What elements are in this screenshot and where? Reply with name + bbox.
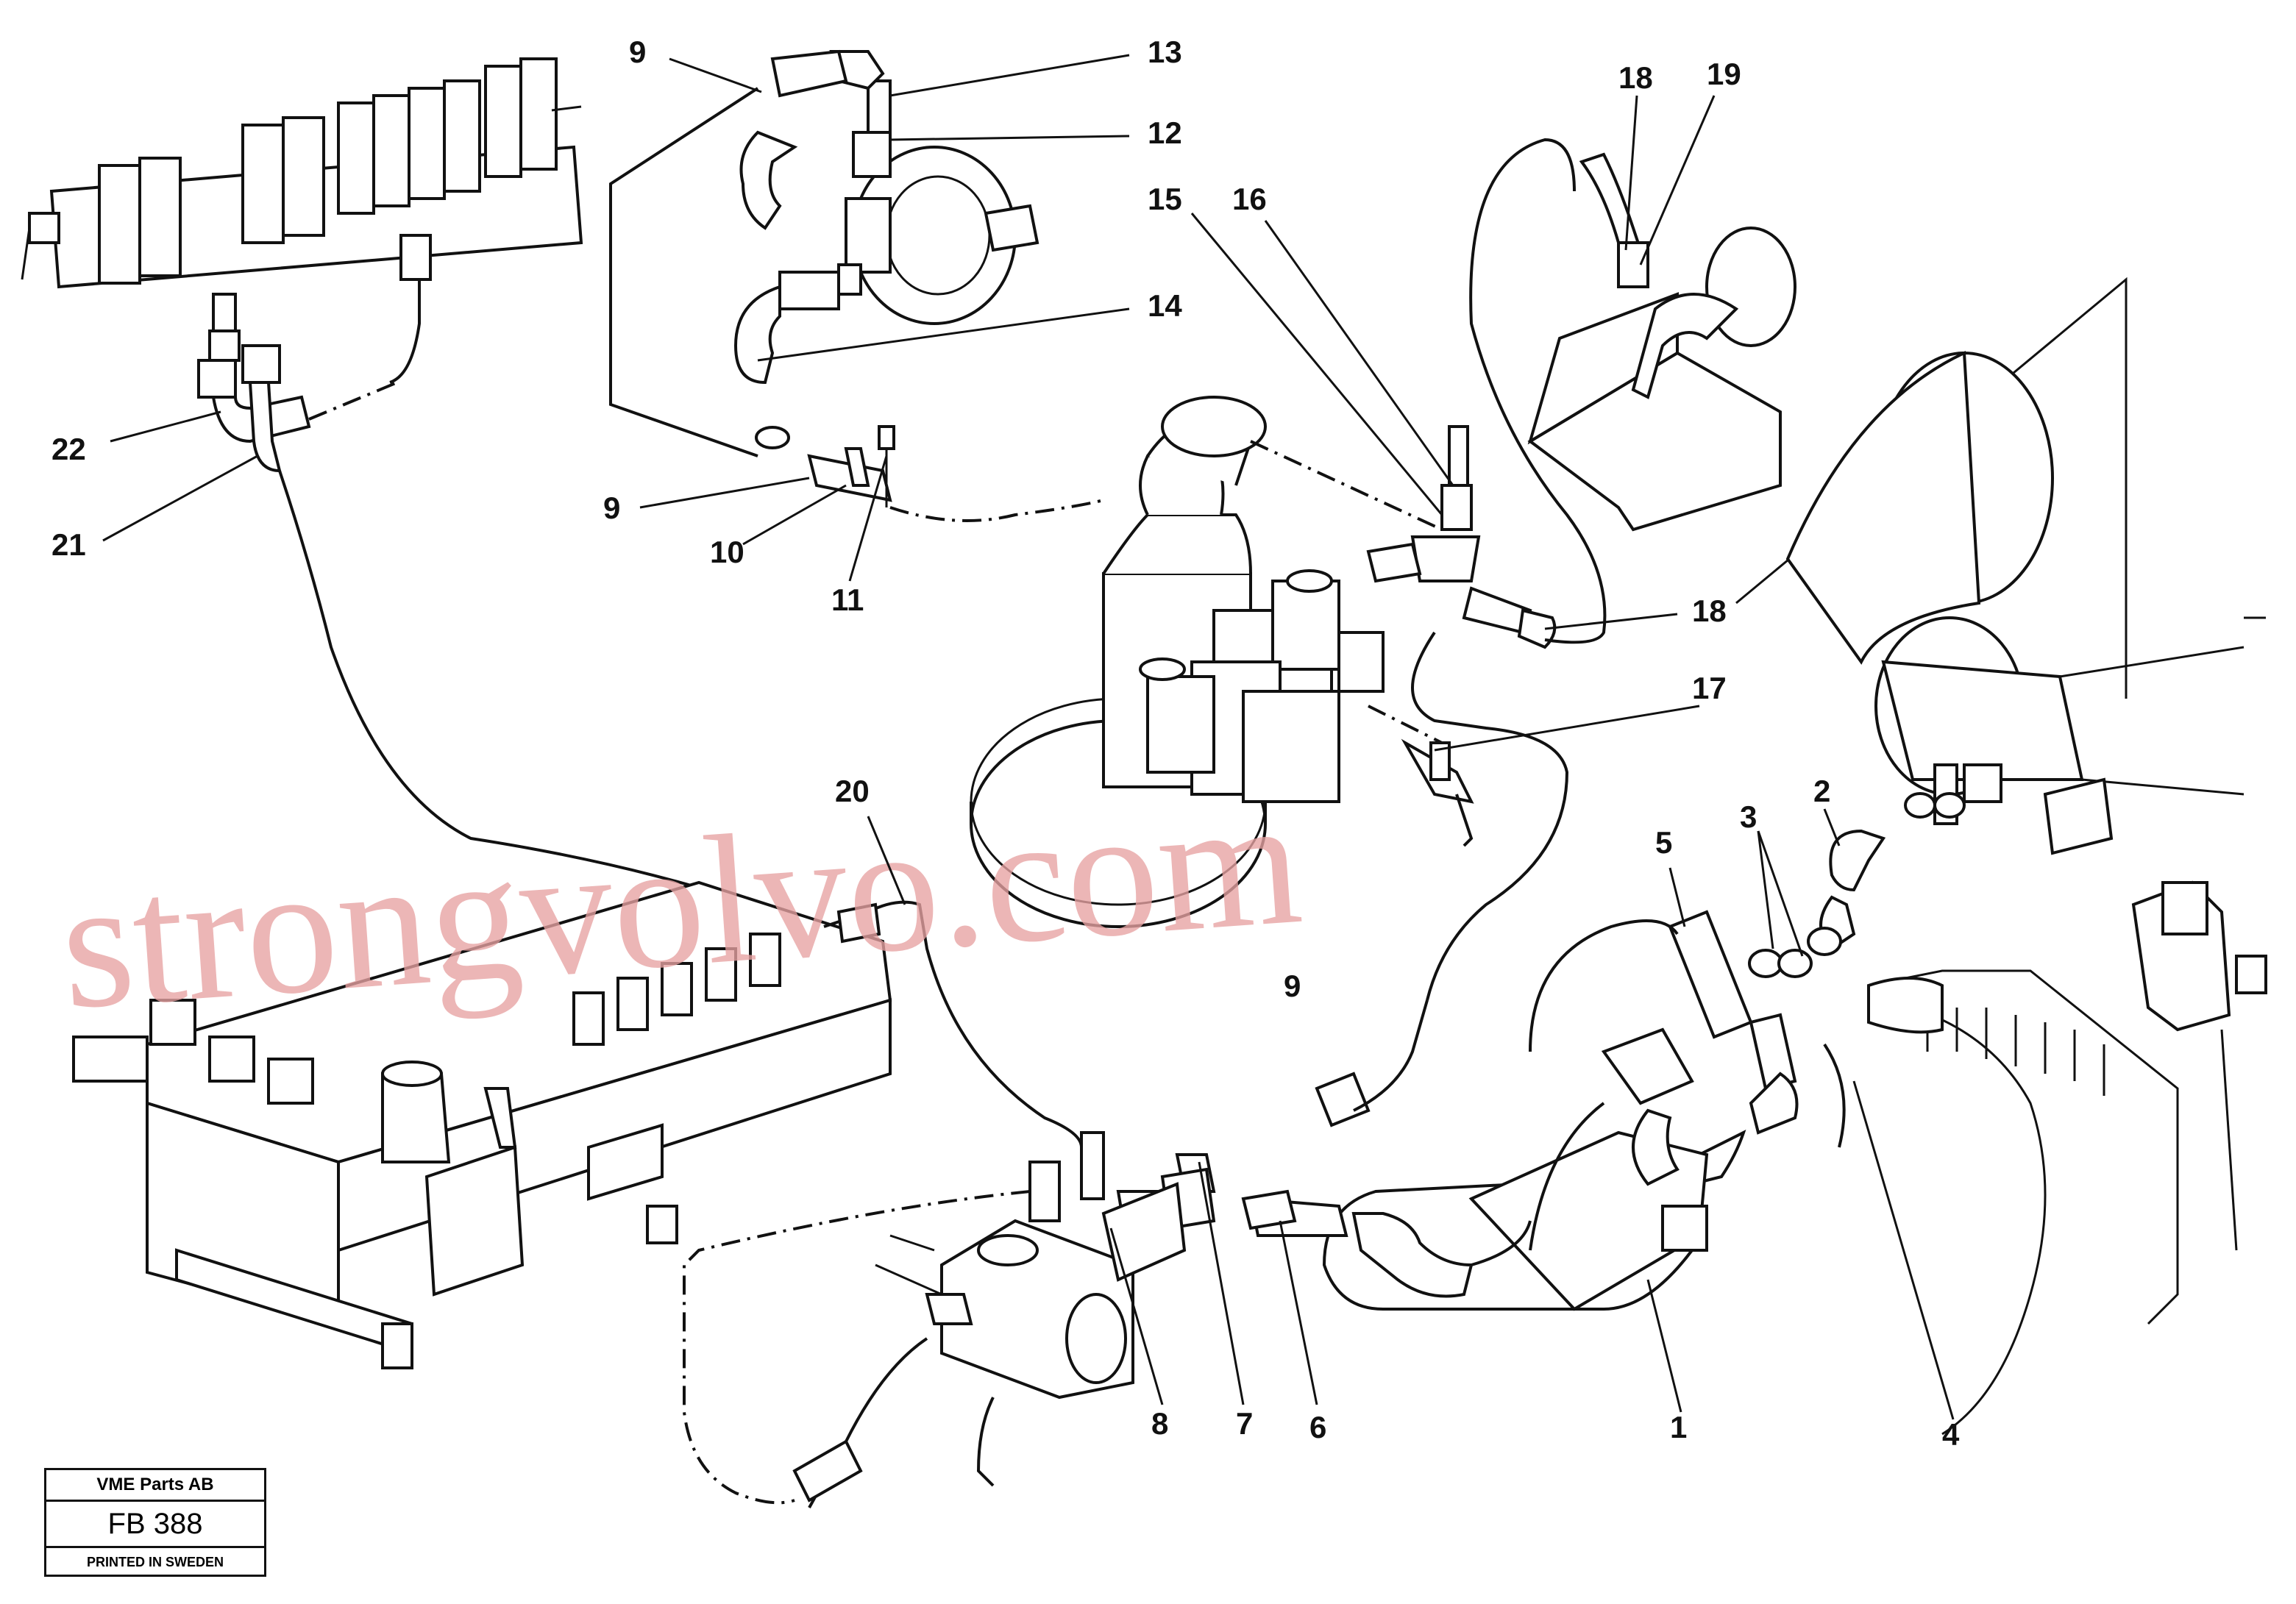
top-left-valve-block [21,57,583,289]
watermark-text: strongvolvo.com [55,758,1308,1048]
callout-19: 19 [1707,57,1741,91]
callout-10: 10 [710,535,744,569]
central-swivel-valve [970,396,1385,928]
callout-11: 11 [831,582,864,617]
callout-22: 22 [51,432,86,466]
callout-13: 13 [1148,35,1182,69]
bracket-18-19 [1527,152,1796,532]
company-name: VME Parts AB [46,1470,264,1502]
callout-5: 5 [1655,825,1672,860]
block-8-manifold [875,1131,1187,1400]
callout-14: 14 [1148,288,1182,323]
callout-2: 2 [1813,774,1830,808]
callout-18-top: 18 [1618,60,1653,95]
callout-3: 3 [1740,799,1757,834]
callout-18-right: 18 [1692,594,1727,628]
callout-6: 6 [1309,1410,1326,1444]
figure-code: FB 388 [107,1507,203,1540]
fitting-22-21-assembly [197,293,311,473]
callout-20: 20 [835,774,870,808]
printed-note: PRINTED IN SWEDEN [46,1546,264,1576]
callout-4: 4 [1942,1417,1960,1452]
callout-9-left: 9 [603,491,620,525]
bottom-left-valve-bank [72,880,892,1369]
callout-15: 15 [1148,182,1182,216]
callout-9-top: 9 [629,35,646,69]
pump-assembly [733,49,1039,385]
callout-9-bottom: 9 [1284,969,1301,1003]
callout-7: 7 [1236,1406,1253,1441]
clamp-10-11 [755,425,895,507]
callout-labels: 9 13 12 14 15 16 18 19 18 17 9 10 11 22 … [51,35,1960,1452]
fan-housing [1867,880,2267,1436]
hoses-2-3-4-5 [1668,792,1966,1186]
leader-lines [102,54,1955,1420]
fittings-15-16-17-18 [1366,425,1557,847]
callout-1: 1 [1670,1410,1687,1444]
right-drum-assembly [1735,277,2266,855]
figure-label-box: VME Parts AB FB 388 PRINTED IN SWEDEN [44,1468,266,1577]
callout-17: 17 [1692,671,1727,705]
callout-12: 12 [1148,115,1182,150]
callout-16: 16 [1232,182,1267,216]
component-1-cylinder [1322,1027,1709,1311]
callout-21: 21 [51,527,86,562]
callout-8: 8 [1151,1406,1168,1441]
